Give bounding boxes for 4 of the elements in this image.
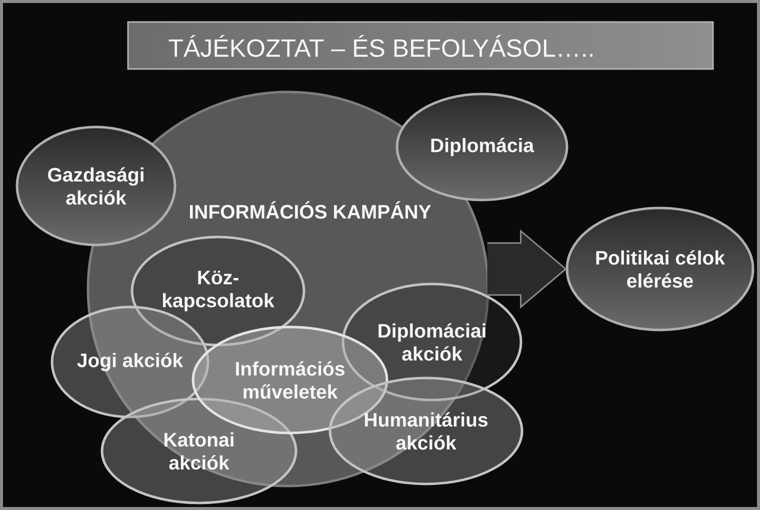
ellipse-node: Köz- kapcsolatok (130, 236, 306, 346)
title-bar: TÁJÉKOZTAT – ÉS BEFOLYÁSOL….. (127, 21, 714, 70)
ellipse-node: Katonai akciók (100, 398, 298, 504)
block-arrow (486, 229, 567, 309)
